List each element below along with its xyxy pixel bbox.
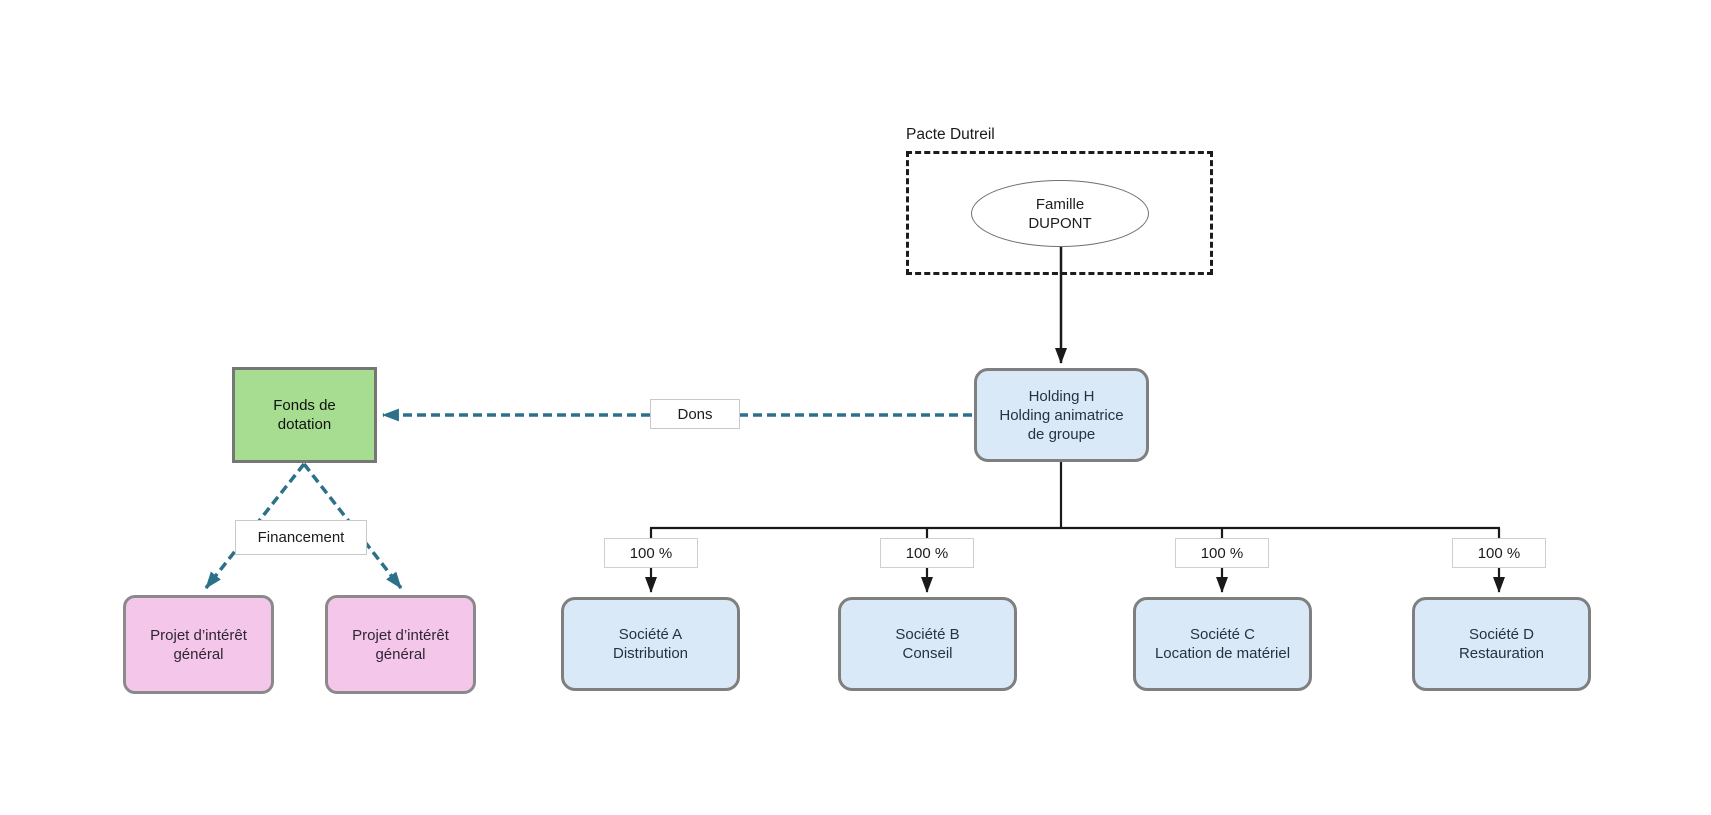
societe-name: Société A: [618, 626, 683, 643]
holding-to-societes-connector: [650, 461, 1500, 530]
ownership-text: 100 %: [629, 544, 673, 562]
dons-label-text: Dons: [677, 405, 713, 423]
societe-b-node: Société B Conseil: [838, 597, 1017, 691]
ownership-text: 100 %: [1200, 544, 1244, 562]
holding-line2: Holding animatrice: [999, 406, 1124, 424]
pacte-dutreil-frame: [906, 151, 1213, 275]
ownership-label-societe-b: 100 %: [880, 538, 974, 568]
ownership-text: 100 %: [905, 544, 949, 562]
societe-activity: Distribution: [612, 645, 689, 662]
societe-name: Société B: [895, 626, 960, 643]
famille-dupont-ellipse: Famille DUPONT: [971, 180, 1149, 247]
societe-name: Société D: [1468, 626, 1535, 643]
projet-line1: Projet d’intérêt: [352, 626, 449, 644]
projet-interet-general-left-node: Projet d’intérêt général: [123, 595, 274, 694]
holding-line1: Holding H: [1028, 387, 1095, 405]
projet-line2: général: [173, 645, 224, 663]
fonds-de-dotation-node: Fonds de dotation: [232, 367, 377, 463]
fonds-line1: Fonds de: [273, 397, 336, 414]
famille-line1: Famille: [1035, 195, 1085, 213]
ownership-label-societe-a: 100 %: [604, 538, 698, 568]
financement-label: Financement: [235, 520, 367, 555]
projet-interet-general-right-node: Projet d’intérêt général: [325, 595, 476, 694]
societe-name: Société C: [1189, 626, 1256, 643]
fonds-line2: dotation: [277, 416, 332, 433]
societe-a-node: Société A Distribution: [561, 597, 740, 691]
ownership-label-societe-d: 100 %: [1452, 538, 1546, 568]
financement-label-text: Financement: [257, 529, 345, 546]
ownership-label-societe-c: 100 %: [1175, 538, 1269, 568]
societe-activity: Conseil: [902, 645, 953, 662]
societe-activity: Restauration: [1458, 645, 1545, 662]
holding-h-node: Holding H Holding animatrice de groupe: [974, 368, 1149, 462]
dons-label: Dons: [650, 399, 740, 429]
projet-line2: général: [375, 645, 426, 663]
societe-c-node: Société C Location de matériel: [1133, 597, 1312, 691]
societe-d-node: Société D Restauration: [1412, 597, 1591, 691]
fonds-to-projet-left-dashed-arrow: [204, 462, 306, 590]
ownership-text: 100 %: [1477, 544, 1521, 562]
projet-line1: Projet d’intérêt: [150, 626, 247, 644]
famille-line2: DUPONT: [1028, 214, 1092, 232]
pacte-dutreil-label: Pacte Dutreil: [906, 126, 995, 143]
holding-line3: de groupe: [1027, 425, 1096, 443]
societe-activity: Location de matériel: [1154, 645, 1291, 662]
